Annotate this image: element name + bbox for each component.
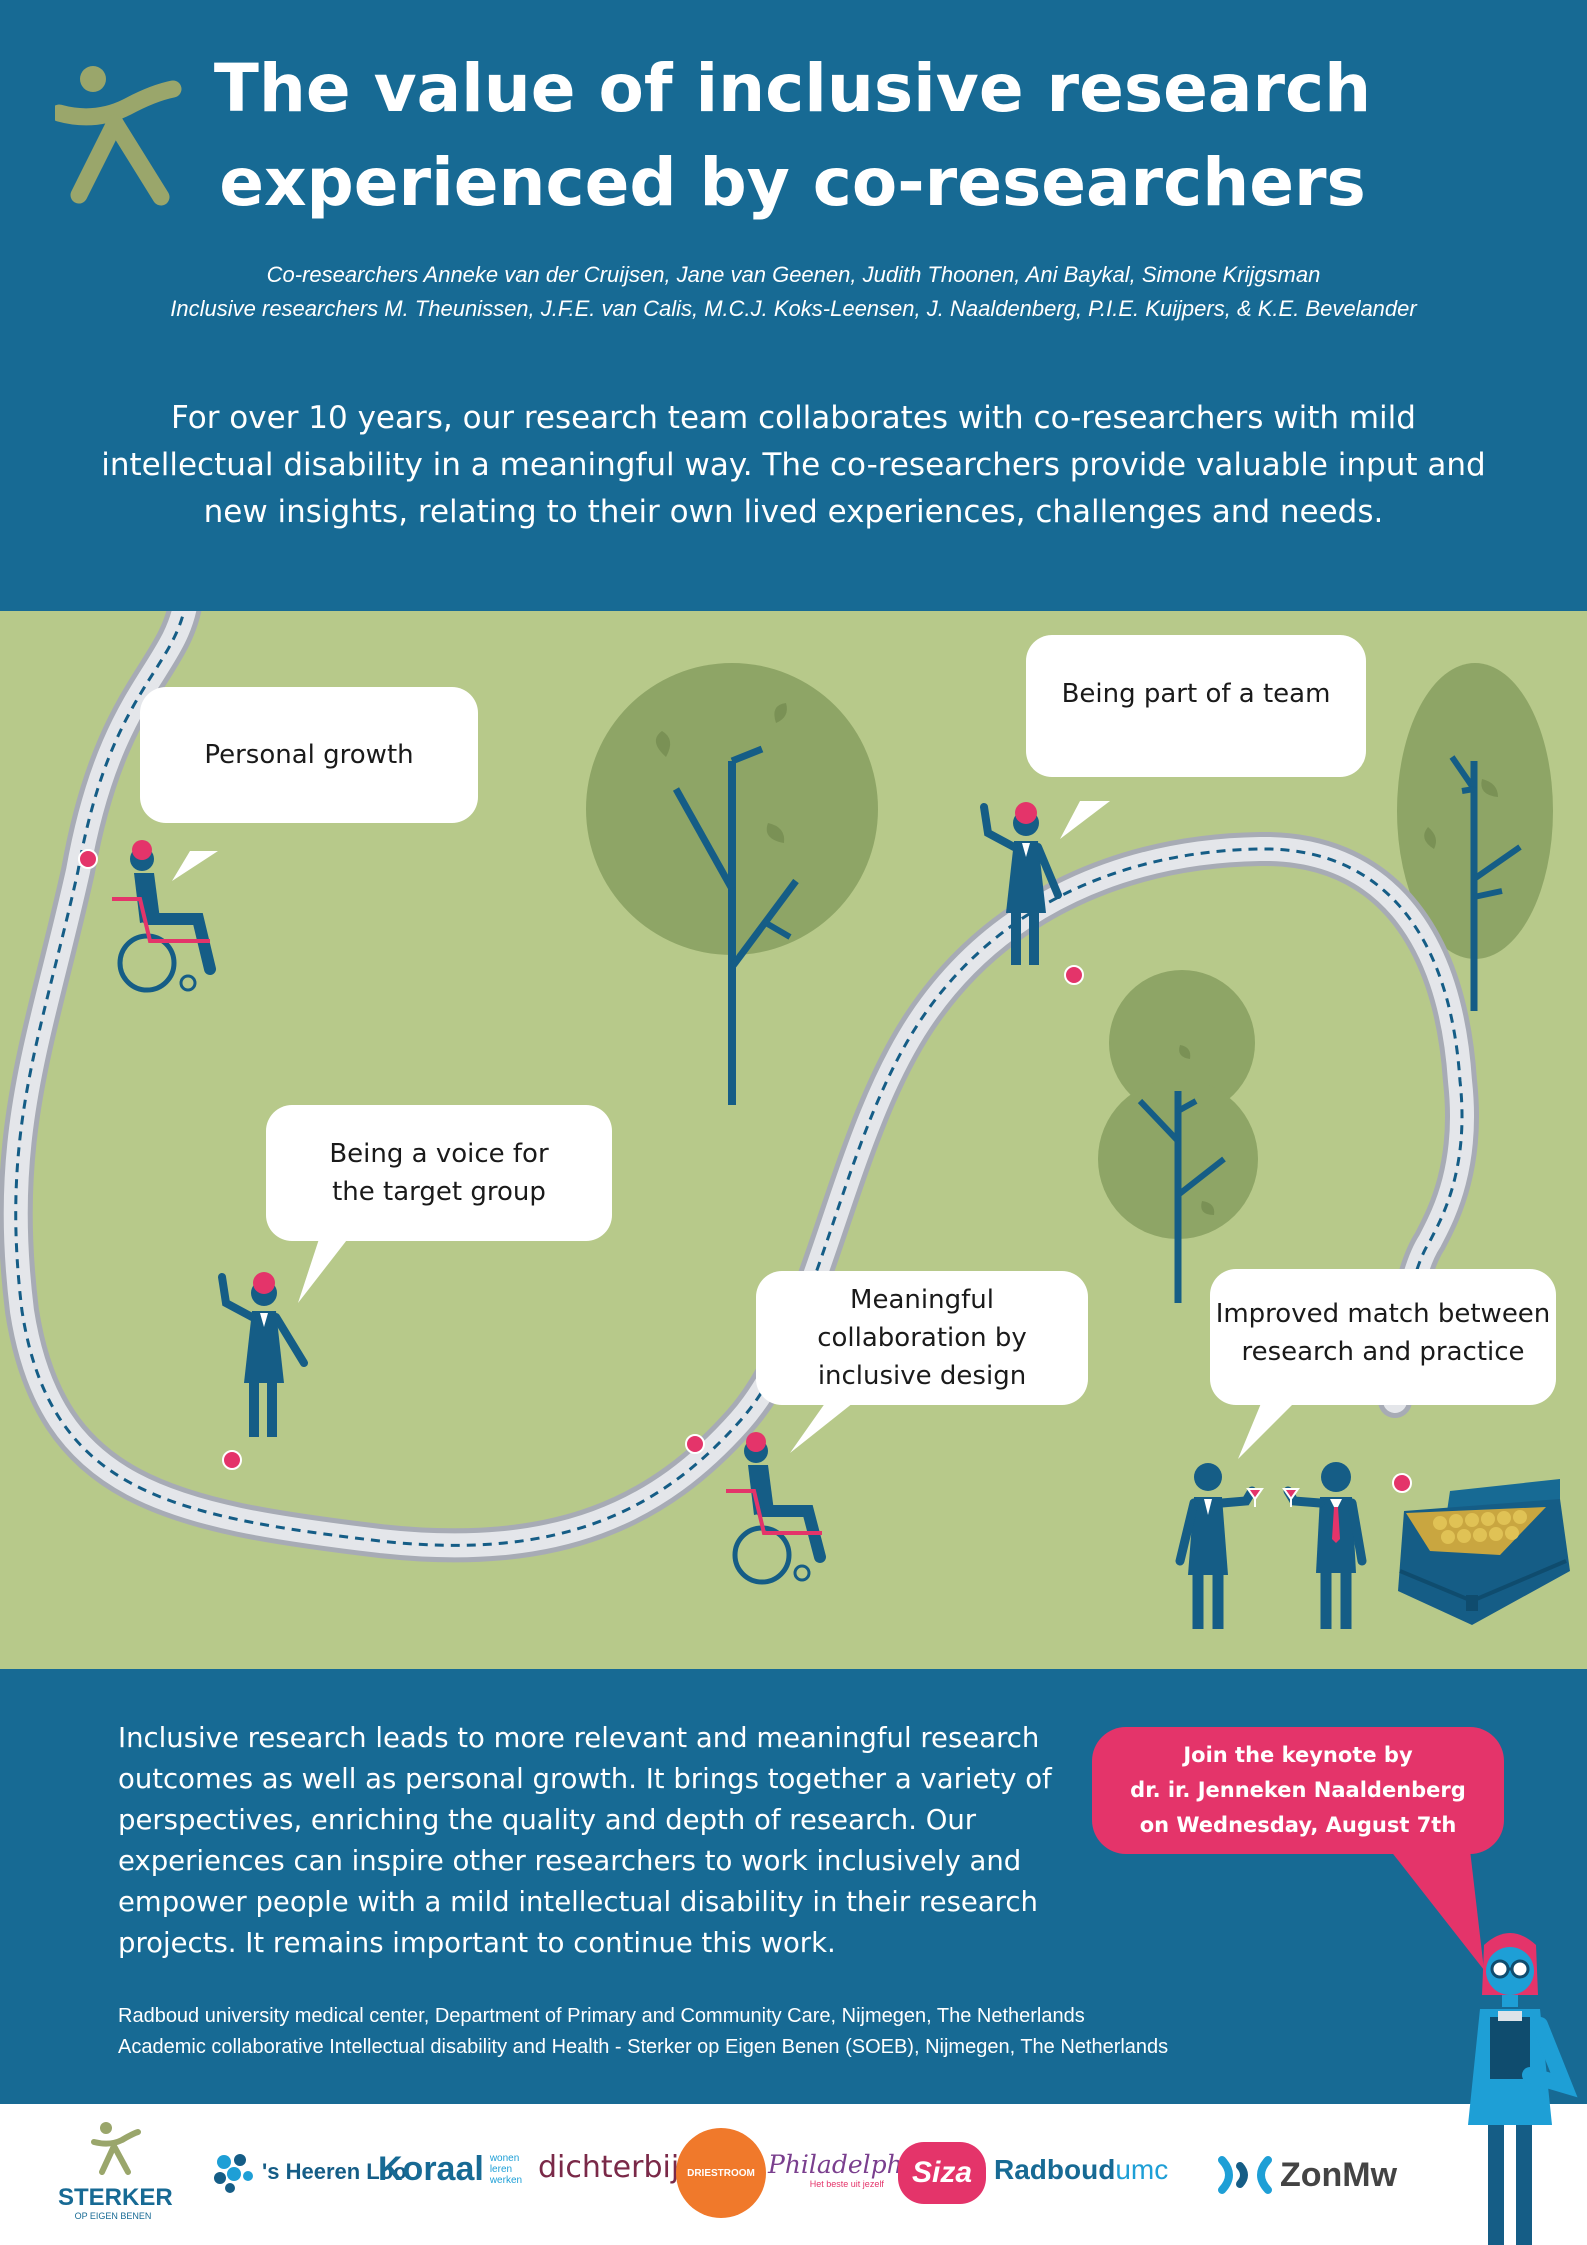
bubble-voice-target-group: Being a voice for the target group <box>266 1105 612 1241</box>
philadelphia-tagline: Het beste uit jezelf <box>809 2179 884 2189</box>
koraal-tagline-3: werken <box>489 2175 523 2186</box>
toasting-couple-icon <box>1175 1462 1367 1629</box>
keynote-line-3: on Wednesday, August 7th <box>1139 1813 1457 1837</box>
dichterbij-wordmark: dichterbij <box>538 2150 680 2185</box>
milestone-dot <box>1392 1473 1412 1493</box>
bubble-tail <box>1060 801 1110 839</box>
bubble-match-line-2: research and practice <box>1241 1337 1525 1367</box>
keynote-callout: Join the keynote by dr. ir. Jenneken Naa… <box>1092 1727 1504 1854</box>
milestone-dot <box>685 1434 705 1454</box>
wheelchair-user-icon <box>112 840 216 993</box>
conclusion-paragraph: Inclusive research leads to more relevan… <box>118 1722 1052 1959</box>
milestone-dot <box>222 1450 242 1470</box>
co-researchers-line: Co-researchers Anneke van der Cruijsen, … <box>266 262 1321 287</box>
bubble-tail <box>1238 1401 1296 1459</box>
sponsor-logo-strip <box>0 2104 1587 2245</box>
keynote-bubble-tail <box>1390 1850 1484 1970</box>
wheelchair-user-icon <box>726 1432 826 1585</box>
heerenloo-dots-icon <box>214 2154 253 2193</box>
zonmw-wordmark: ZonMw <box>1280 2155 1398 2194</box>
radboud-umc-wordmark: umc <box>1115 2154 1169 2185</box>
bubble-collab-line-2: collaboration by <box>817 1323 1027 1353</box>
bubble-voice-line-2: the target group <box>332 1177 546 1207</box>
large-tree-icon <box>586 663 878 1105</box>
waving-woman-icon <box>218 1272 308 1437</box>
header-banner <box>0 0 1587 611</box>
bubble-tail <box>790 1399 858 1453</box>
bubble-personal-growth-text: Personal growth <box>204 740 414 770</box>
keynote-speaker-icon <box>1468 1933 1578 2245</box>
keynote-line-2: dr. ir. Jenneken Naaldenberg <box>1130 1778 1466 1802</box>
koraal-tagline-2: leren <box>489 2164 513 2175</box>
driestroom-wordmark: DRIESTROOM <box>687 2167 755 2179</box>
bubble-tail <box>298 1236 350 1303</box>
inclusive-researchers-line: Inclusive researchers M. Theunissen, J.F… <box>170 296 1417 321</box>
sterker-tagline: OP EIGEN BENEN <box>74 2211 152 2221</box>
affiliation-line-2: Academic collaborative Intellectual disa… <box>118 2036 1169 2058</box>
koraal-tagline: wonen leren werken <box>490 2153 522 2186</box>
sterker-wordmark: STERKER <box>58 2184 173 2211</box>
sponsor-zonmw: ZonMw <box>1218 2150 1397 2200</box>
author-list: Co-researchers Anneke van der Cruijsen, … <box>60 258 1527 326</box>
tall-tree-icon <box>1397 663 1553 1011</box>
bubble-collab-line-3: inclusive design <box>817 1361 1027 1391</box>
bubble-part-of-team: Being part of a team <box>1026 635 1366 777</box>
scene-artwork <box>0 611 1570 1629</box>
bubble-collab-line-1: Meaningful <box>850 1285 994 1315</box>
bubble-improved-match: Improved match between research and prac… <box>1210 1269 1556 1405</box>
title-line-1: The value of inclusive research <box>213 50 1372 127</box>
bubble-meaningful-collaboration: Meaningful collaboration by inclusive de… <box>756 1271 1088 1405</box>
bubble-tail <box>172 851 218 881</box>
illustration-scene: Personal growth Being part of a team Bei… <box>0 611 1587 1669</box>
bubble-match-line-1: Improved match between <box>1215 1299 1551 1329</box>
koraal-wordmark: Koraal <box>378 2150 484 2188</box>
bubble-voice-line-1: Being a voice for <box>329 1139 549 1169</box>
sponsor-sterker: STERKER OP EIGEN BENEN <box>58 2120 173 2230</box>
double-tree-icon <box>1098 970 1258 1303</box>
sponsor-radboudumc: Radboudumc <box>994 2154 1168 2186</box>
radboud-wordmark: Radboud <box>994 2154 1116 2185</box>
zonmw-waves-icon <box>1218 2156 1272 2194</box>
bubble-personal-growth: Personal growth <box>140 687 478 823</box>
affiliations: Radboud university medical center, Depar… <box>118 2001 1418 2063</box>
title-line-2: experienced by co-researchers <box>219 144 1366 221</box>
koraal-tagline-1: wonen <box>489 2153 520 2164</box>
sterker-small-logo-icon <box>91 2122 141 2175</box>
sponsor-siza: Siza <box>898 2142 986 2204</box>
waving-woman-icon <box>980 802 1062 965</box>
sterker-person-logo-icon <box>55 66 182 206</box>
sponsor-dichterbij: dichterbij <box>538 2150 679 2185</box>
sponsor-driestroom: DRIESTROOM <box>676 2128 766 2218</box>
sponsor-koraal: Koraal wonen leren werken <box>378 2150 522 2189</box>
bubble-part-of-team-text: Being part of a team <box>1061 679 1331 709</box>
keynote-line-1: Join the keynote by <box>1183 1743 1413 1767</box>
heerenloo-wordmark: 's Heeren Loo <box>262 2159 407 2184</box>
milestone-dot <box>1064 965 1084 985</box>
affiliation-line-1: Radboud university medical center, Depar… <box>118 2005 1085 2027</box>
poster-title: The value of inclusive research experien… <box>200 42 1385 230</box>
sponsor-heerenloo: 's Heeren Loo <box>212 2152 407 2193</box>
intro-paragraph: For over 10 years, our research team col… <box>101 400 1486 530</box>
milestone-dot <box>78 849 98 869</box>
treasure-chest-icon <box>1398 1479 1570 1625</box>
siza-wordmark: Siza <box>911 2156 973 2189</box>
